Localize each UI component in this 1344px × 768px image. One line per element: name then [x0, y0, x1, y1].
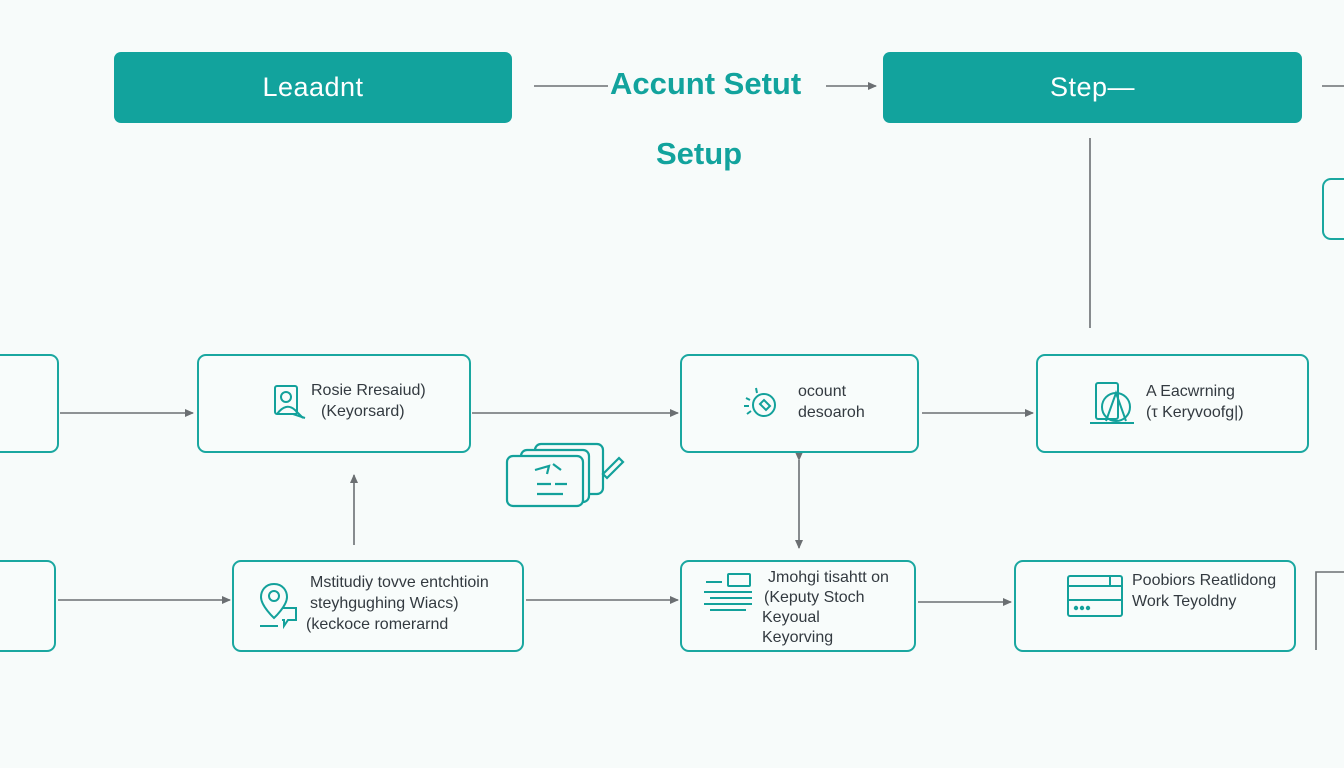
- header-step-box[interactable]: Step—: [883, 52, 1302, 123]
- magnifier-tag-icon: [740, 382, 784, 426]
- node-keyword-stock-line-4: Keyorving: [762, 629, 834, 646]
- node-monthly-search-line-3: (keckoce romerarnd: [306, 615, 449, 633]
- node-keyword-research[interactable]: Rosie Rresaiud) (Keyorsard): [197, 354, 471, 453]
- node-problems-reading-line-1: Poobiors Reatlidong: [1132, 572, 1277, 589]
- page-title: Accunt Setut: [610, 66, 802, 101]
- node-account-research[interactable]: ocount desoaroh: [680, 354, 919, 453]
- node-monthly-search-line-1: Mstitudiy tovve entchtioin: [310, 573, 489, 591]
- node-keyword-stock-line-3: Keyoual: [762, 609, 820, 626]
- header-step-label: Step—: [1049, 72, 1136, 102]
- location-chat-icon: [258, 582, 302, 630]
- node-monthly-search[interactable]: Mstitudiy tovve entchtioin steyhgughing …: [232, 560, 524, 652]
- node-keyword-stock-line-1: Jmohgi tisahtt on: [768, 569, 889, 586]
- node-account-research-line-2: desoaroh: [798, 403, 865, 421]
- header-left-box[interactable]: Leaadnt: [114, 52, 512, 123]
- node-problems-reading-line-2: Work Teyoldny: [1132, 593, 1237, 610]
- profile-card-icon: [273, 384, 307, 424]
- partial-box-row2-left: [0, 560, 56, 652]
- node-monthly-search-line-2: steyhgughing Wiacs): [310, 594, 459, 612]
- partial-box-top-right: [1322, 178, 1344, 240]
- node-problems-reading[interactable]: Poobiors Reatlidong Work Teyoldny: [1014, 560, 1296, 652]
- page-subtitle: Setup: [656, 136, 743, 171]
- cards-pen-icon: [505, 440, 629, 510]
- document-compass-icon: [1086, 381, 1138, 427]
- node-account-research-line-1: ocount: [798, 382, 847, 400]
- browser-window-icon: [1066, 574, 1124, 618]
- line-right-edge-bottom: [1315, 571, 1344, 650]
- node-keyword-research-line-1: Rosie Rresaiud): [311, 381, 426, 399]
- partial-box-row1-left: [0, 354, 59, 453]
- node-earning-keyword-line-1: A Eacwrning: [1146, 382, 1235, 400]
- node-keyword-stock[interactable]: Jmohgi tisahtt on (Keputy Stoch Keyoual …: [680, 560, 916, 652]
- node-earning-keyword-line-2: (τ Keryvoofg|): [1146, 403, 1244, 421]
- node-keyword-research-line-2: (Keyorsard): [321, 402, 405, 420]
- node-earning-keyword[interactable]: A Eacwrning (τ Keryvoofg|): [1036, 354, 1309, 453]
- list-lines-icon: [700, 572, 756, 618]
- node-keyword-stock-line-2: (Keputy Stoch: [764, 589, 865, 606]
- header-left-label: Leaadnt: [262, 72, 364, 102]
